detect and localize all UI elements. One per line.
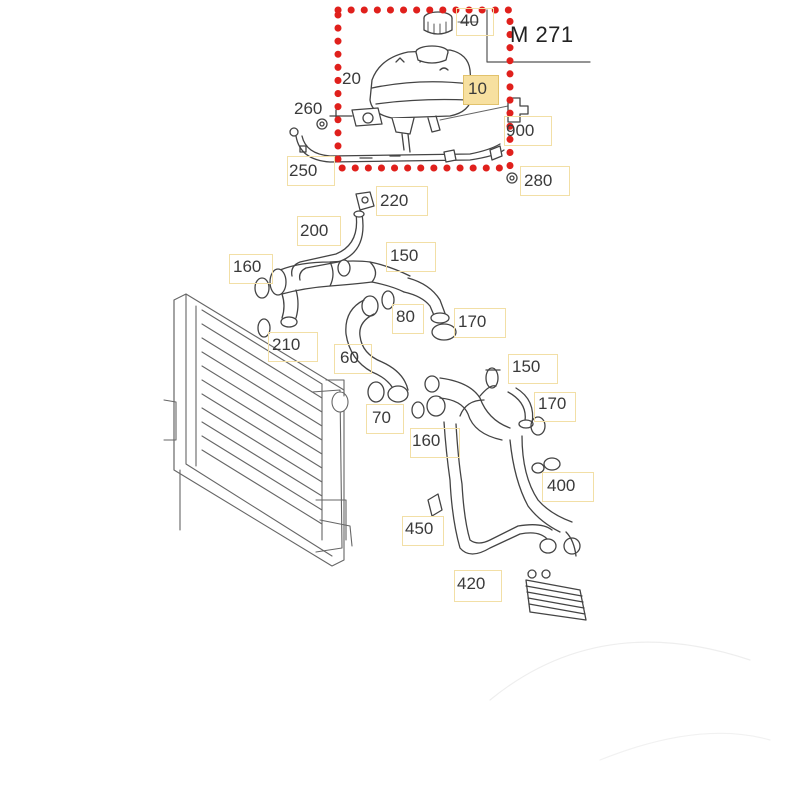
callout-260[interactable]: 260 [294,99,323,118]
callout-box-400 [542,472,594,502]
callout-box-70 [366,404,404,434]
callout-450[interactable]: 450 [405,519,434,538]
callout-160a[interactable]: 160 [233,257,262,276]
callout-170a[interactable]: 170 [458,312,487,331]
hose-60-drawing [345,290,409,403]
upper-radiator-hose-drawing [254,259,457,341]
engine-label: M 271 [510,22,574,47]
cap-drawing [423,11,479,35]
callout-900[interactable]: 900 [506,121,535,140]
callout-box-210 [268,332,318,362]
callout-60[interactable]: 60 [340,348,359,367]
callout-210[interactable]: 210 [272,335,301,354]
callout-250[interactable]: 250 [289,161,318,180]
callout-200[interactable]: 200 [300,221,329,240]
callout-box-900 [504,116,552,146]
callout-box-170a [454,308,506,338]
faint-outline [489,641,751,701]
callout-160b[interactable]: 160 [412,431,441,450]
clamp-400-drawing [531,457,561,474]
oil-cooler-drawing [525,569,587,621]
callout-40[interactable]: 40 [460,11,479,30]
callout-170b[interactable]: 170 [538,394,567,413]
callout-80[interactable]: 80 [396,307,415,326]
callout-box-150b [508,354,558,384]
callout-box-10[interactable] [463,75,499,105]
callout-box-60 [334,344,372,374]
callout-box-160a [229,254,273,284]
callout-70[interactable]: 70 [372,408,391,427]
callout-box-160b [410,428,460,458]
callout-400[interactable]: 400 [547,476,576,495]
clamp-220-drawing [355,191,375,211]
callout-box-220 [376,186,428,216]
callout-box-420 [454,570,502,602]
callout-20[interactable]: 20 [342,69,361,88]
callout-box-250 [287,156,335,186]
callout-220[interactable]: 220 [380,191,409,210]
callout-box-450 [402,516,444,546]
callout-box-280 [520,166,570,196]
callout-box-200 [297,216,341,246]
callout-box-40 [456,8,494,36]
bracket-450-drawing [427,493,443,517]
engine-frame [486,9,591,63]
callout-150b[interactable]: 150 [512,357,541,376]
vent-hose-drawing [289,118,505,163]
lower-hose-drawing [411,367,581,557]
highlight-frame [334,6,514,172]
callout-150a[interactable]: 150 [390,246,419,265]
callout-box-150a [386,242,436,272]
clamp-280-drawing [506,172,518,184]
callout-280[interactable]: 280 [524,171,553,190]
callout-box-80 [392,304,424,334]
callout-420[interactable]: 420 [457,574,486,593]
callout-10[interactable]: 10 [468,79,487,98]
radiator-drawing [163,293,353,567]
expansion-tank-drawing [329,45,509,153]
callout-box-170b [534,392,576,422]
